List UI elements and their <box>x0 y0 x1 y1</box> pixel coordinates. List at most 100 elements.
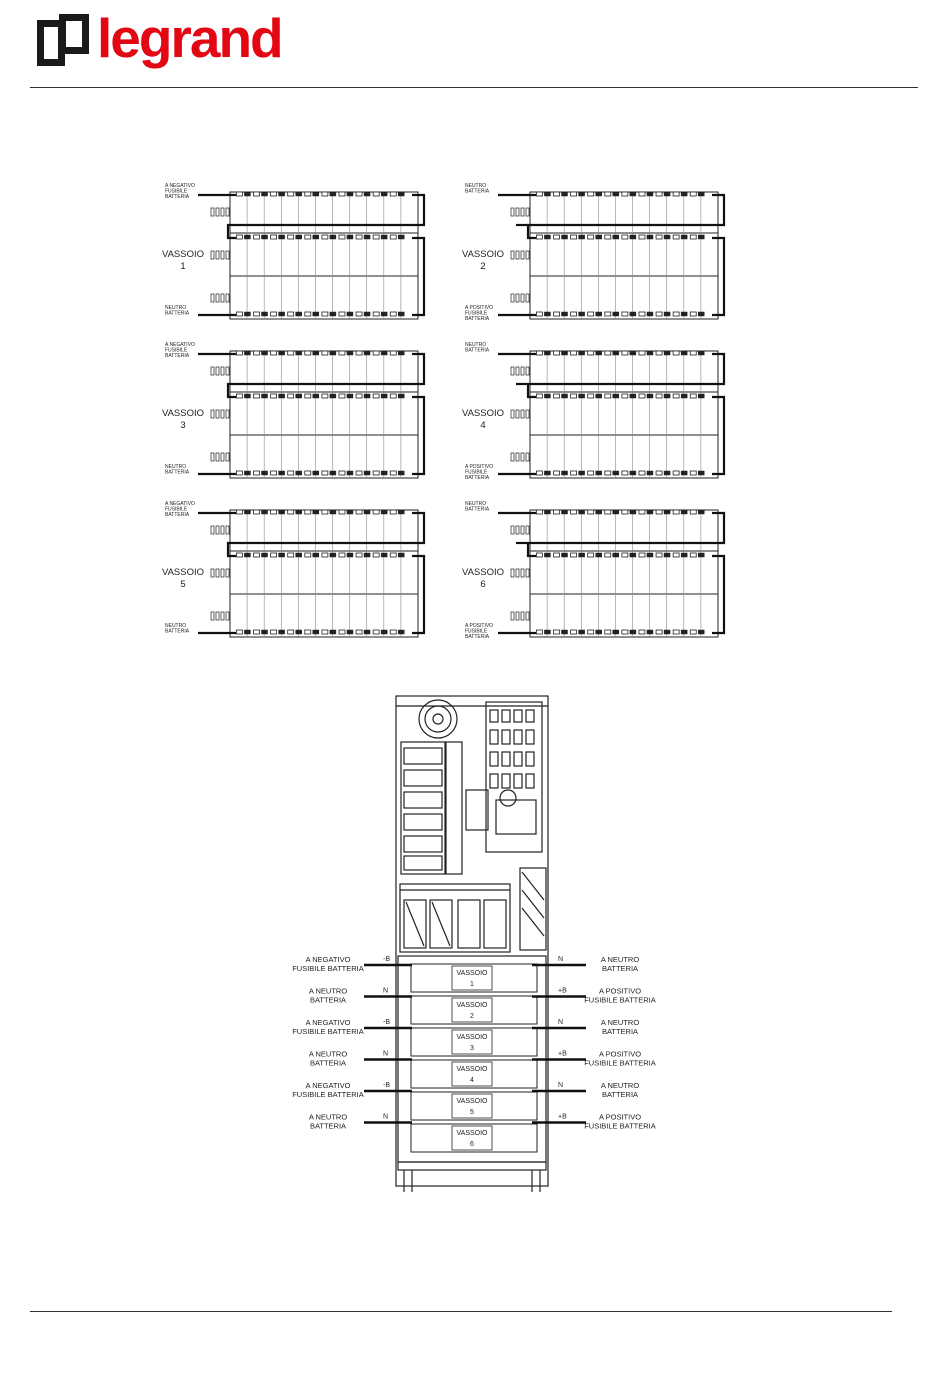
battery-terminal-icon <box>295 311 302 317</box>
battery-terminal-icon <box>604 470 612 476</box>
battery-terminal-icon <box>570 393 577 399</box>
battery-terminal-icon <box>587 470 595 476</box>
battery-terminal-icon <box>578 311 585 317</box>
battery-terminal-icon <box>304 393 312 399</box>
battery-terminal-icon <box>587 234 595 240</box>
battery-terminal-icon <box>663 552 671 558</box>
battery-terminal-icon <box>689 311 697 317</box>
battery-terminal-icon <box>655 629 663 635</box>
battery-terminal-icon <box>244 552 251 558</box>
battery-terminal-icon <box>697 234 705 240</box>
tray-title: VASSOIO <box>162 408 204 419</box>
left-cable-label: FUSIBILE BATTERIA <box>292 1027 364 1036</box>
battery-terminal-icon <box>346 311 354 317</box>
battery-terminal-icon <box>655 191 663 197</box>
battery-terminal-icon <box>236 393 243 399</box>
battery-terminal-icon <box>646 552 654 558</box>
left-cable-label: A NEUTRO <box>309 1050 348 1059</box>
slot-label: VASSOIO <box>457 970 489 977</box>
battery-terminal-icon <box>389 191 397 197</box>
battery-terminal-icon <box>655 311 663 317</box>
battery-terminal-icon <box>672 234 680 240</box>
tray-title: VASSOIO <box>162 567 204 578</box>
battery-terminal-icon <box>363 191 371 197</box>
battery-terminal-icon <box>697 393 705 399</box>
battery-terminal-icon <box>244 191 251 197</box>
battery-terminal-icon <box>612 393 620 399</box>
battery-terminal-icon <box>244 234 251 240</box>
battery-terminal-icon <box>295 509 302 515</box>
battery-terminal-icon <box>287 509 295 515</box>
left-cable-label: FUSIBILE BATTERIA <box>292 1090 364 1099</box>
slot-number: 3 <box>470 1045 474 1052</box>
left-terminal-code: -B <box>383 1082 390 1089</box>
battery-terminal-icon <box>363 509 371 515</box>
battery-terminal-icon <box>570 311 577 317</box>
battery-terminal-icon <box>295 552 302 558</box>
tray-top-label: FUSIBILE <box>165 348 188 354</box>
battery-terminal-icon <box>355 234 363 240</box>
battery-terminal-icon <box>397 234 405 240</box>
battery-terminal-icon <box>561 350 568 356</box>
battery-terminal-icon <box>338 393 346 399</box>
tray-top-label: A NEGATIVO <box>165 342 195 348</box>
battery-terminal-icon <box>638 552 646 558</box>
header-rule <box>30 87 918 88</box>
battery-terminal-icon <box>355 393 363 399</box>
battery-terminal-icon <box>338 509 346 515</box>
battery-terminal-icon <box>278 191 285 197</box>
left-terminal-code: -B <box>383 1019 390 1026</box>
battery-terminal-icon <box>312 393 320 399</box>
battery-terminal-icon <box>270 509 278 515</box>
battery-terminal-icon <box>270 393 278 399</box>
left-cable-label: BATTERIA <box>310 1122 346 1131</box>
left-cable-label: A NEGATIVO <box>306 955 351 964</box>
battery-terminal-icon <box>612 350 620 356</box>
tray-bottom-label: BATTERIA <box>465 316 490 322</box>
tray-top-label: NEUTRO <box>465 183 486 189</box>
left-cable-label: FUSIBILE BATTERIA <box>292 964 364 973</box>
battery-terminal-icon <box>304 552 312 558</box>
battery-terminal-icon <box>278 311 285 317</box>
battery-terminal-icon <box>595 470 602 476</box>
battery-terminal-icon <box>270 552 278 558</box>
battery-terminal-icon <box>578 393 585 399</box>
right-terminal-code: +B <box>558 1051 567 1058</box>
battery-terminal-icon <box>663 191 671 197</box>
battery-terminal-icon <box>638 350 646 356</box>
battery-terminal-icon <box>689 552 697 558</box>
battery-terminal-icon <box>270 470 278 476</box>
battery-terminal-icon <box>587 191 595 197</box>
battery-terminal-icon <box>355 470 363 476</box>
battery-terminal-icon <box>321 552 329 558</box>
battery-terminal-icon <box>312 629 320 635</box>
battery-terminal-icon <box>278 350 285 356</box>
battery-terminal-icon <box>338 191 346 197</box>
battery-terminal-icon <box>595 629 602 635</box>
battery-terminal-icon <box>595 350 602 356</box>
battery-terminal-icon <box>397 350 405 356</box>
battery-terminal-icon <box>253 509 260 515</box>
battery-terminal-icon <box>312 350 320 356</box>
battery-terminal-icon <box>587 311 595 317</box>
cabinet-diagram: VASSOIO1VASSOIO2VASSOIO3VASSOIO4VASSOIO5… <box>292 695 656 1192</box>
battery-terminal-icon <box>346 350 354 356</box>
battery-terminal-icon <box>587 509 595 515</box>
battery-terminal-icon <box>655 234 663 240</box>
tray-title: VASSOIO <box>162 249 204 260</box>
battery-terminal-icon <box>372 393 380 399</box>
left-cable-label: BATTERIA <box>310 1059 346 1068</box>
battery-terminal-icon <box>312 311 320 317</box>
left-terminal-code: -B <box>383 956 390 963</box>
battery-terminal-icon <box>689 509 697 515</box>
battery-terminal-icon <box>355 191 363 197</box>
battery-terminal-icon <box>578 350 585 356</box>
tray-box <box>529 509 719 638</box>
battery-terminal-icon <box>544 311 551 317</box>
battery-terminal-icon <box>270 311 278 317</box>
return-wire <box>412 236 426 317</box>
battery-terminal-icon <box>578 552 585 558</box>
battery-terminal-icon <box>638 311 646 317</box>
battery-terminal-icon <box>304 470 312 476</box>
